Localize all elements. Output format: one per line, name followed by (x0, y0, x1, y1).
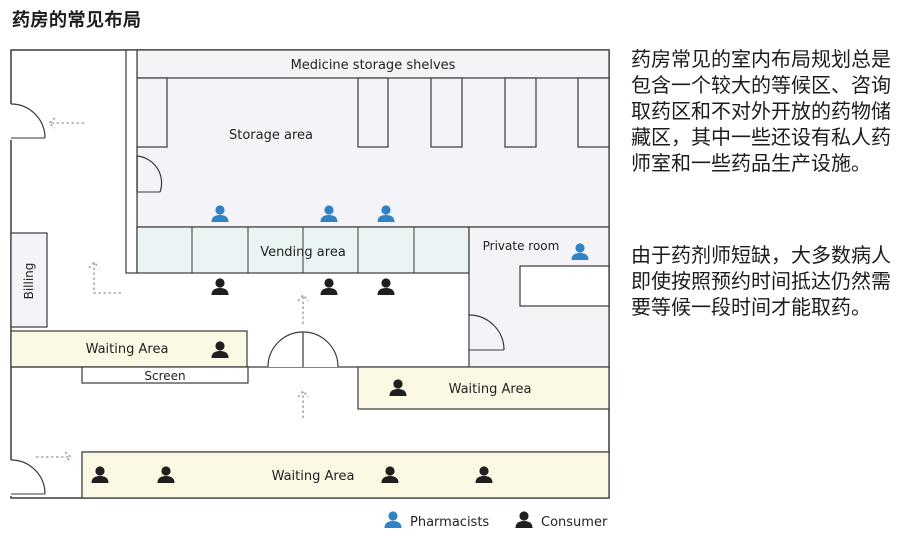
shelf-unit (136, 77, 168, 148)
door-arc (468, 314, 505, 351)
screen-label: Screen (144, 369, 185, 383)
door-arc (267, 331, 304, 368)
legend-consumer: Consumer (541, 515, 608, 530)
billing-label: Billing (22, 263, 36, 300)
flow-arrows (36, 117, 309, 463)
waiting-area-right-label: Waiting Area (449, 382, 532, 397)
page-title: 药房的常见布局 (12, 10, 142, 31)
legend-pharmacists: Pharmacists (410, 515, 489, 530)
private-room-label: Private room (483, 239, 560, 253)
billing-booth (10, 232, 48, 328)
storage-area-label: Storage area (229, 128, 313, 143)
legend: Pharmacists Consumer (384, 511, 608, 530)
waiting-area-bottom-label: Waiting Area (272, 469, 355, 484)
door-arc (302, 331, 339, 368)
description-paragraph-1: 药房常见的室内布局规划总是包含一个较大的等候区、咨询取药区和不对外开放的药物储藏… (631, 47, 891, 175)
consumer-legend-icon (515, 511, 533, 528)
description-paragraph-2: 由于药剂师短缺，大多数病人即使按照预约时间抵达仍然需要等候一段时间才能取药。 (631, 243, 891, 319)
door-arc (136, 155, 163, 193)
shelf-unit (504, 77, 537, 148)
waiting-area-left (10, 330, 248, 368)
screen (81, 366, 249, 384)
vending-area-label: Vending area (260, 245, 346, 260)
entrance-door-arc (10, 459, 46, 495)
entrance-door-arc (10, 103, 46, 139)
shelf-unit (430, 77, 463, 148)
private-room-desk (519, 265, 610, 307)
waiting-area-left-label: Waiting Area (86, 342, 169, 357)
waiting-area-bottom (81, 451, 610, 499)
shelf-unit (577, 77, 610, 148)
shelves-label: Medicine storage shelves (291, 58, 456, 73)
shelf-unit (357, 77, 389, 148)
pharmacist-legend-icon (384, 511, 402, 528)
